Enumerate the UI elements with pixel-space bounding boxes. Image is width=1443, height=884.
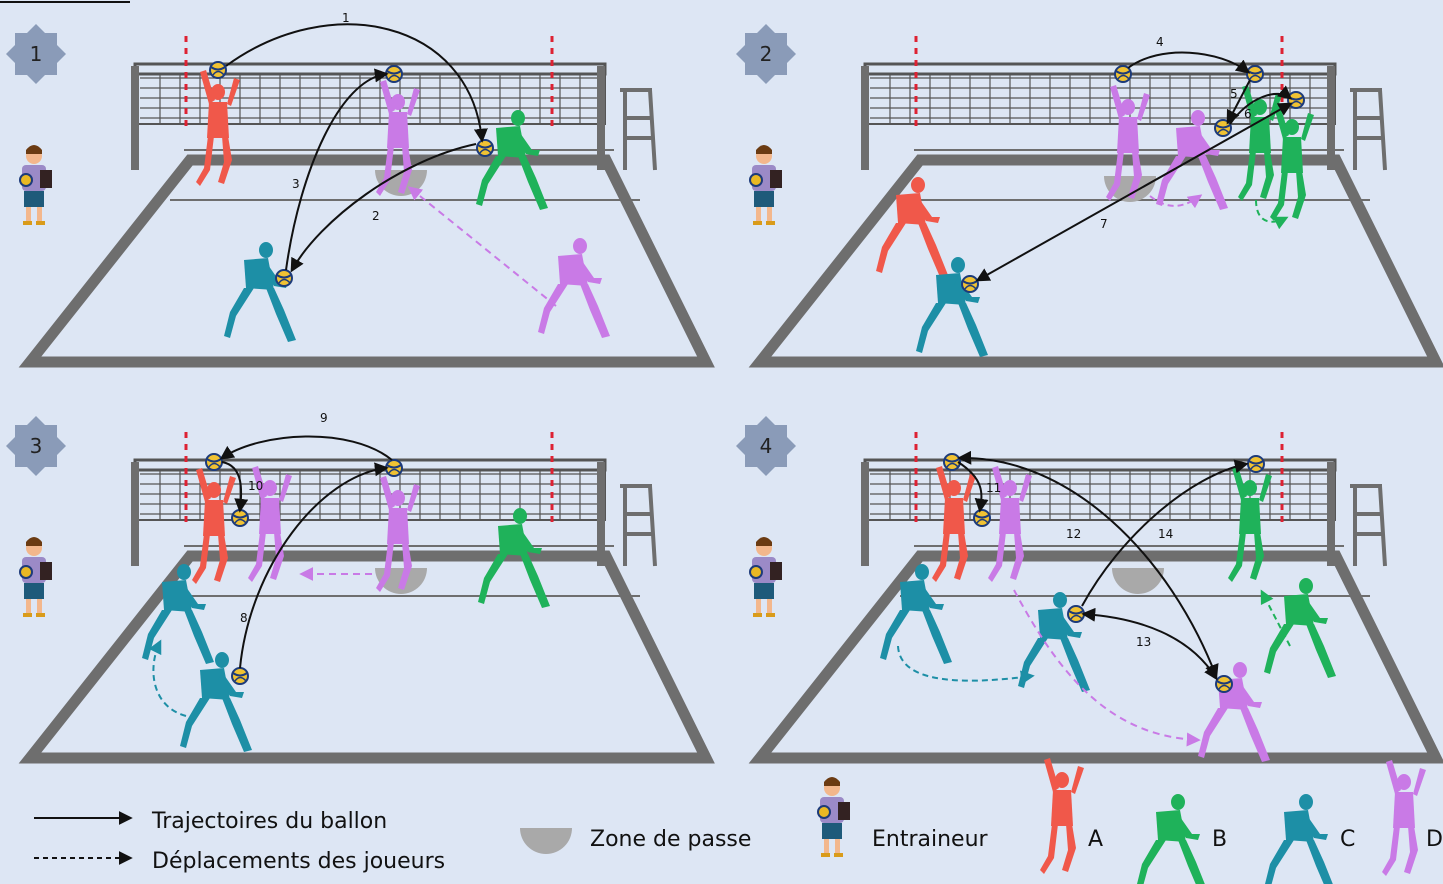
player-c bbox=[180, 652, 252, 752]
pass-zone bbox=[1112, 568, 1164, 594]
step-label: 3 bbox=[292, 177, 300, 191]
player-c bbox=[916, 257, 988, 357]
ball-icon bbox=[232, 668, 248, 684]
ball-icon bbox=[206, 454, 222, 470]
ball-icon bbox=[944, 454, 960, 470]
panel-2: 2 4 5 6 7 bbox=[736, 24, 1436, 362]
player-move-path bbox=[898, 646, 1032, 681]
court bbox=[30, 36, 706, 362]
step-label: 1 bbox=[342, 11, 350, 25]
player-a bbox=[932, 466, 976, 582]
ball-icon bbox=[1216, 676, 1232, 692]
legend-player-a: A bbox=[1088, 827, 1103, 852]
player-b-icon bbox=[1136, 794, 1208, 884]
step-badge-number: 3 bbox=[30, 434, 43, 458]
player-a-icon bbox=[1040, 758, 1084, 874]
ball-trajectory bbox=[286, 74, 386, 270]
ball-trajectory bbox=[226, 24, 482, 140]
legend-player-c: C bbox=[1340, 827, 1355, 852]
coach-icon bbox=[818, 777, 850, 857]
player-b bbox=[1228, 466, 1272, 582]
step-label: 8 bbox=[240, 611, 248, 625]
step-label: 11 bbox=[986, 481, 1001, 495]
step-label: 4 bbox=[1156, 35, 1164, 49]
coach-icon bbox=[20, 145, 52, 225]
ball-icon bbox=[477, 140, 493, 156]
ball-icon bbox=[232, 510, 248, 526]
ball-icon bbox=[386, 460, 402, 476]
step-label: 9 bbox=[320, 411, 328, 425]
ball-icon bbox=[1248, 456, 1264, 472]
player-b bbox=[1264, 578, 1336, 678]
panel-1: 1 1 2 3 bbox=[6, 11, 706, 362]
step-badge-number: 4 bbox=[760, 434, 773, 458]
ball-icon bbox=[1247, 66, 1263, 82]
step-label: 12 bbox=[1066, 527, 1081, 541]
player-a bbox=[192, 468, 236, 584]
ball-trajectory bbox=[1128, 53, 1248, 72]
player-d-icon bbox=[1382, 760, 1426, 876]
legend-ball-trajectories: Trajectoires du ballon bbox=[151, 809, 387, 834]
ball-icon bbox=[386, 66, 402, 82]
ball-icon bbox=[974, 510, 990, 526]
legend-pass-zone: Zone de passe bbox=[590, 827, 751, 852]
ball-icon bbox=[1215, 120, 1231, 136]
player-d-start bbox=[538, 238, 610, 338]
player-move-path bbox=[410, 188, 556, 306]
player-b bbox=[1238, 85, 1282, 201]
player-move-path bbox=[153, 642, 186, 716]
step-label: 2 bbox=[372, 209, 380, 223]
step-label: 5 bbox=[1230, 87, 1238, 101]
legend-player-b: B bbox=[1212, 827, 1227, 852]
step-label: 13 bbox=[1136, 635, 1151, 649]
court bbox=[760, 432, 1436, 758]
player-c-icon bbox=[1264, 794, 1336, 884]
ball-icon bbox=[210, 62, 226, 78]
court bbox=[760, 36, 1436, 362]
panel-3: 3 8 9 10 bbox=[6, 411, 706, 758]
player-c bbox=[224, 242, 296, 342]
player-c bbox=[880, 564, 952, 664]
legend: Trajectoires du ballon Déplacements des … bbox=[34, 758, 1443, 884]
legend-player-d: D bbox=[1426, 827, 1443, 852]
ball-icon bbox=[1288, 92, 1304, 108]
ball-icon bbox=[1068, 606, 1084, 622]
coach-icon bbox=[750, 537, 782, 617]
court bbox=[30, 432, 706, 758]
player-a bbox=[876, 177, 948, 277]
legend-player-moves: Déplacements des joueurs bbox=[152, 849, 445, 874]
step-badge-number: 1 bbox=[30, 42, 43, 66]
ball-icon bbox=[276, 270, 292, 286]
pass-zone-icon bbox=[520, 828, 572, 854]
step-label: 7 bbox=[1100, 217, 1108, 231]
step-label: 6 bbox=[1244, 107, 1252, 121]
ball-trajectory bbox=[222, 436, 392, 460]
player-d bbox=[1198, 662, 1270, 762]
coach-icon bbox=[20, 537, 52, 617]
step-badge-number: 2 bbox=[760, 42, 773, 66]
legend-coach: Entraineur bbox=[872, 827, 989, 852]
step-label: 10 bbox=[248, 479, 263, 493]
coach-icon bbox=[750, 145, 782, 225]
step-label: 14 bbox=[1158, 527, 1173, 541]
ball-icon bbox=[962, 276, 978, 292]
panel-4: 4 11 12 13 14 bbox=[736, 416, 1436, 762]
